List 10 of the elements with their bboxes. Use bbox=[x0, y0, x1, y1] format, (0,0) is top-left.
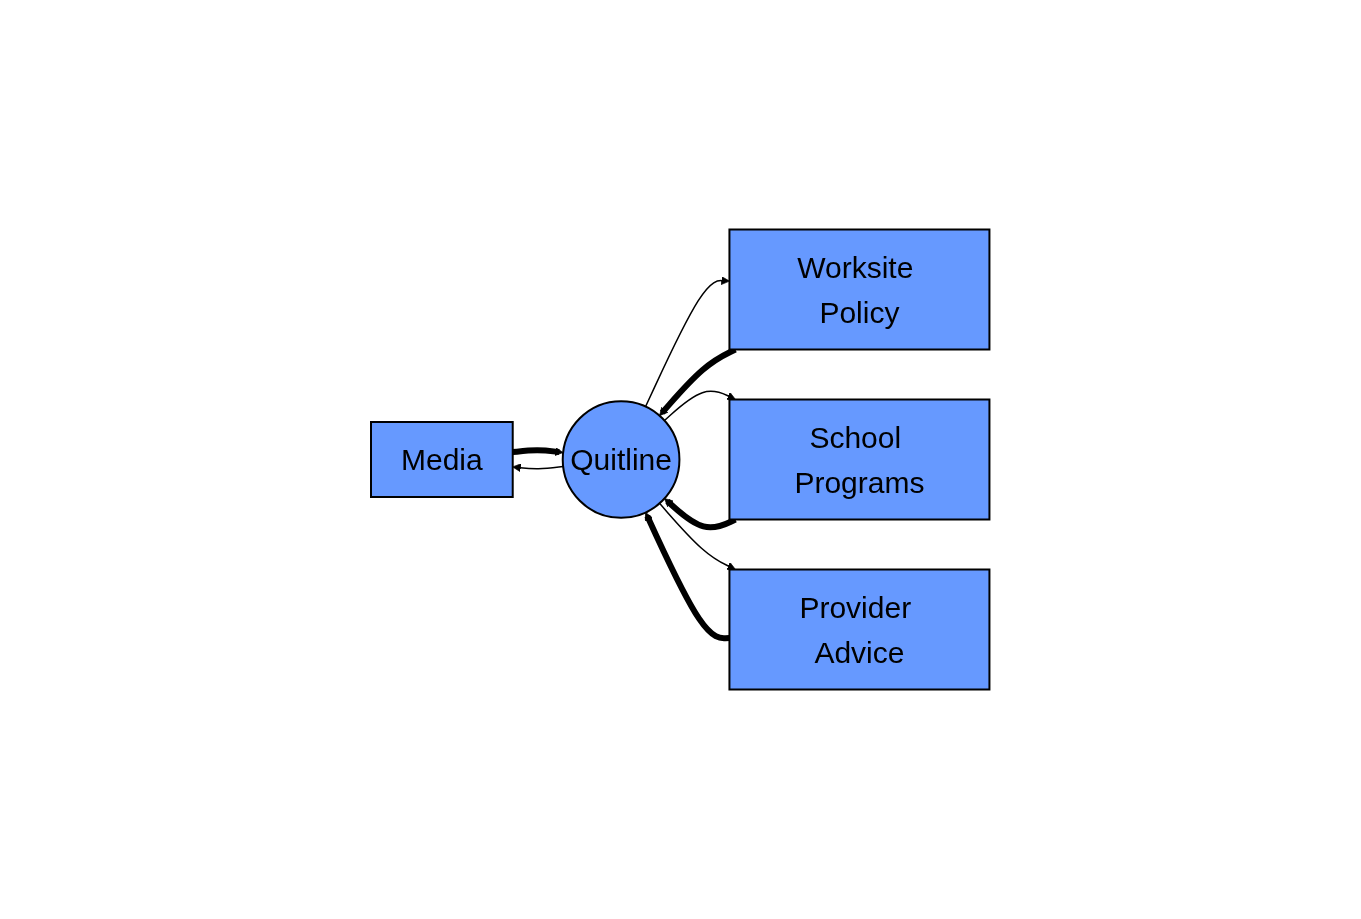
arrow bbox=[664, 498, 738, 531]
node-box: Worksite Policy bbox=[728, 228, 991, 351]
arrow bbox=[644, 512, 730, 642]
node-box: Provider Advice bbox=[728, 568, 991, 691]
node-circle: Quitline bbox=[562, 400, 681, 519]
node-box: School Programs bbox=[728, 398, 991, 521]
arrow bbox=[659, 502, 737, 570]
node-box: Media bbox=[370, 421, 514, 498]
arrow bbox=[664, 390, 737, 422]
arrow bbox=[512, 447, 564, 456]
